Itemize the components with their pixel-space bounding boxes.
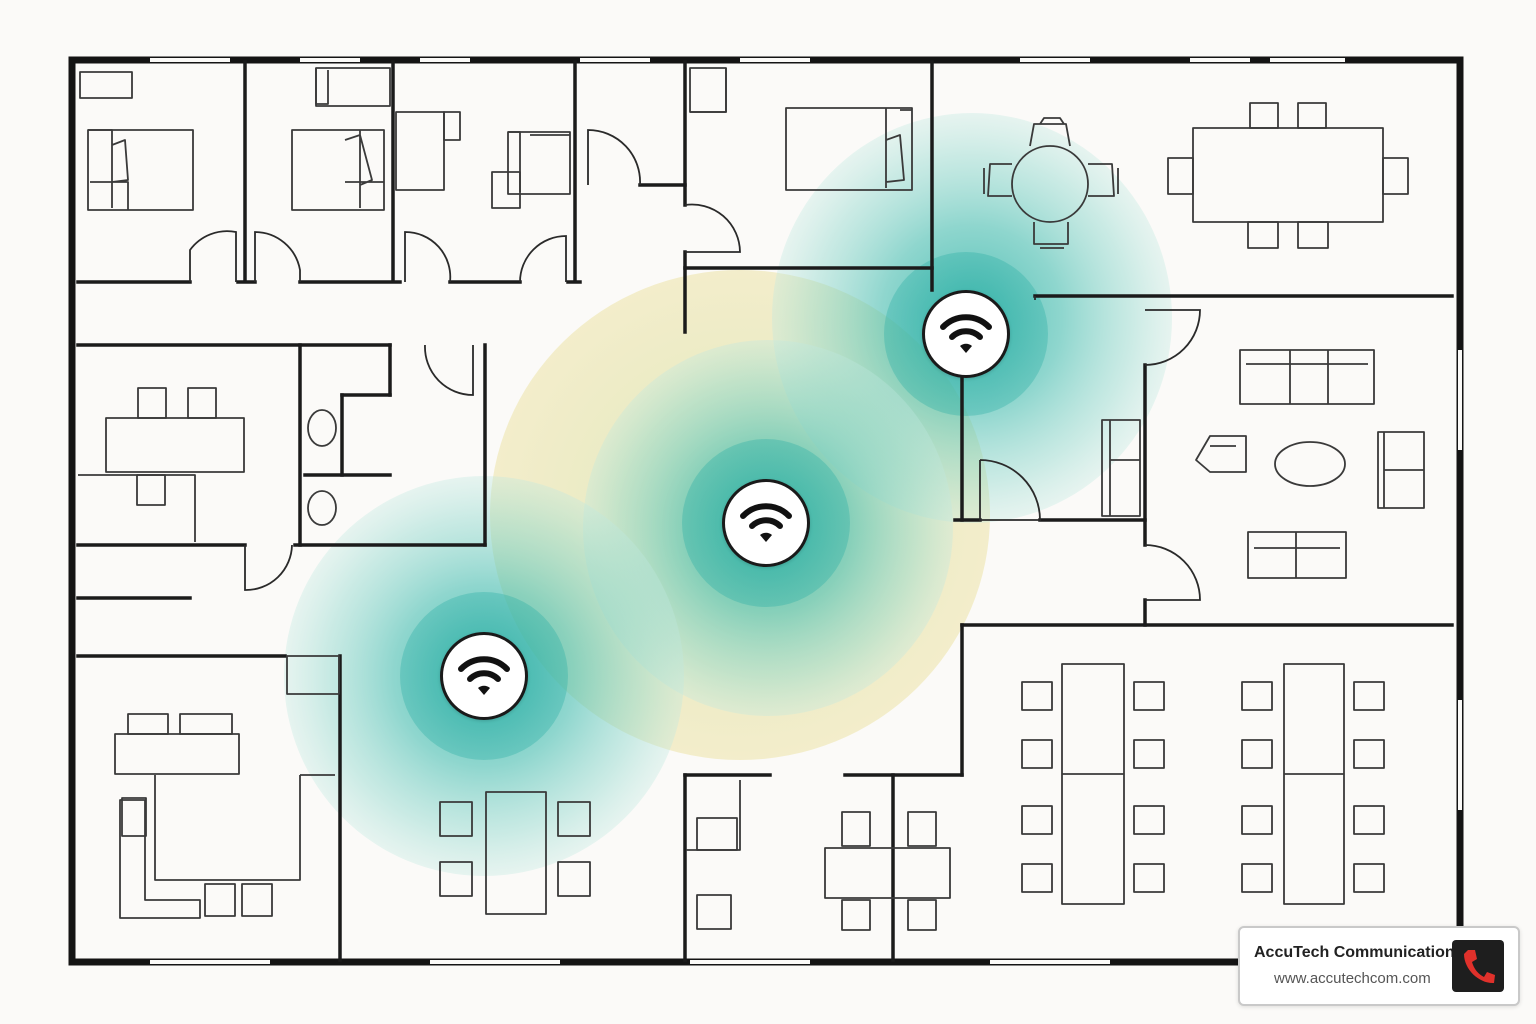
brand-url[interactable]: www.accutechcom.com	[1274, 970, 1431, 987]
wifi-icon	[940, 314, 992, 353]
furniture	[78, 67, 1425, 931]
wifi-icon	[458, 656, 510, 695]
coverage-zones	[284, 113, 1172, 876]
brand-name: AccuTech Communication	[1254, 944, 1455, 961]
wifi-icon	[740, 503, 792, 542]
brand-logo	[1452, 940, 1504, 992]
doors	[189, 129, 1201, 601]
access-point-right[interactable]	[922, 290, 1010, 378]
brand-card[interactable]: AccuTech Communication www.accutechcom.c…	[1238, 926, 1520, 1006]
outer-walls	[68, 56, 1464, 966]
access-point-center[interactable]	[722, 479, 810, 567]
classroom-chairs	[1021, 681, 1385, 893]
interior-walls	[76, 60, 1454, 962]
phone-icon	[1464, 950, 1495, 984]
access-point-left[interactable]	[440, 632, 528, 720]
